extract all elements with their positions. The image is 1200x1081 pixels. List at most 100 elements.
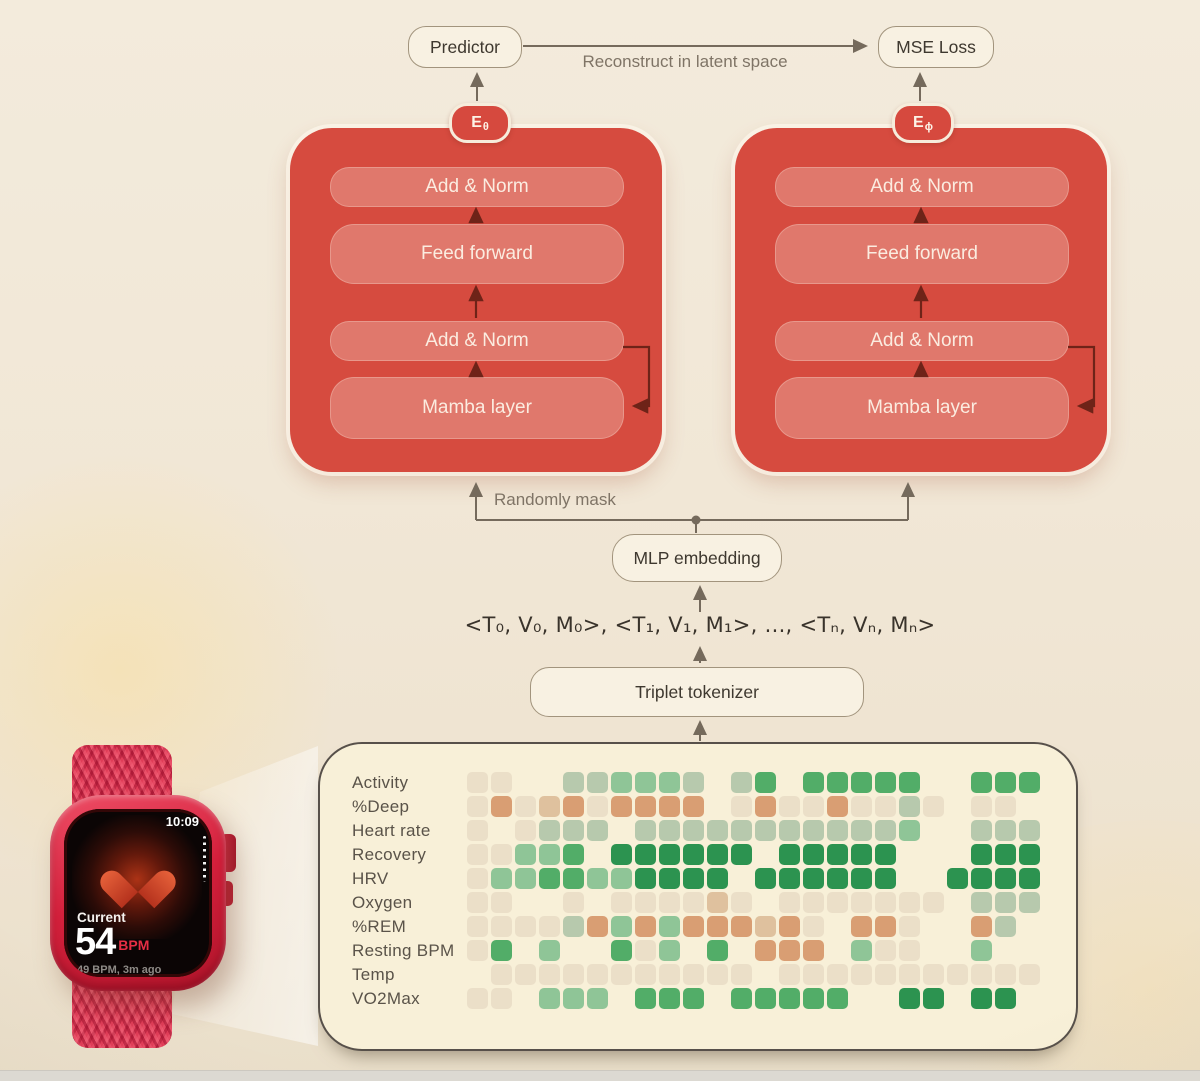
heatmap-cell xyxy=(635,892,656,913)
mse-loss-box: MSE Loss xyxy=(878,26,994,68)
heatmap-cell xyxy=(683,868,704,889)
heatmap-cell xyxy=(491,772,512,793)
heatmap-cell xyxy=(827,868,848,889)
heatmap-cell xyxy=(1019,868,1040,889)
heatmap-cell xyxy=(779,868,800,889)
predictor-label: Predictor xyxy=(429,36,501,57)
feed-forward-label: Feed forward xyxy=(421,243,533,264)
mamba-layer-label: Mamba layer xyxy=(422,397,532,418)
heatmap-cell xyxy=(515,916,536,937)
heatmap-cell xyxy=(563,964,584,985)
context-encoder-block: Add & Norm Feed forward Add & Norm Mamba… xyxy=(290,128,662,472)
heatmap-row-label: Heart rate xyxy=(352,821,431,840)
heatmap-cell xyxy=(491,868,512,889)
heatmap-cell xyxy=(731,964,752,985)
heatmap-cell xyxy=(851,820,872,841)
heatmap-cell xyxy=(851,796,872,817)
heatmap-cell xyxy=(467,844,488,865)
heatmap-cell xyxy=(611,796,632,817)
heatmap-cell xyxy=(515,820,536,841)
heatmap-cell xyxy=(851,772,872,793)
heart-icon xyxy=(115,855,161,896)
heatmap-cell xyxy=(683,820,704,841)
heatmap-cell xyxy=(467,796,488,817)
heatmap-cell xyxy=(803,988,824,1009)
heatmap-cell xyxy=(1019,772,1040,793)
heatmap-cell xyxy=(875,916,896,937)
heatmap-cell xyxy=(587,988,608,1009)
heatmap-cell xyxy=(683,796,704,817)
heatmap-cell xyxy=(611,940,632,961)
heatmap-cell xyxy=(563,820,584,841)
heatmap-cell xyxy=(731,820,752,841)
heatmap-cell xyxy=(899,820,920,841)
heatmap-cell xyxy=(755,916,776,937)
heatmap-cell xyxy=(539,940,560,961)
heatmap-cell xyxy=(731,892,752,913)
heatmap-cell xyxy=(995,868,1016,889)
heatmap-cell xyxy=(779,964,800,985)
heatmap-cell xyxy=(659,772,680,793)
bottom-edge-strip xyxy=(0,1070,1200,1081)
heatmap-cell xyxy=(755,796,776,817)
heatmap-cell xyxy=(779,892,800,913)
mamba-layer-label: Mamba layer xyxy=(867,397,977,418)
heatmap-cell xyxy=(587,796,608,817)
heatmap-row-label: Recovery xyxy=(352,845,427,864)
heatmap-cell xyxy=(635,844,656,865)
feed-forward-box: Feed forward xyxy=(330,224,624,284)
watch-time: 10:09 xyxy=(165,814,199,829)
heatmap-cell xyxy=(467,868,488,889)
heatmap-cell xyxy=(1019,964,1040,985)
heatmap-cell xyxy=(563,916,584,937)
current-label: Current xyxy=(77,910,126,925)
heatmap-cell xyxy=(827,892,848,913)
heatmap-cell xyxy=(563,988,584,1009)
triplet-token-sequence: <T₀, V₀, M₀>, <T₁, V₁, M₁>, ..., <Tₙ, Vₙ… xyxy=(464,613,936,637)
heatmap-row-label: Resting BPM xyxy=(352,941,455,960)
heatmap-cell xyxy=(755,772,776,793)
mlp-embedding-label: MLP embedding xyxy=(633,547,761,568)
heatmap-cell xyxy=(683,988,704,1009)
heatmap-cell xyxy=(827,796,848,817)
target-encoder-block: Add & Norm Feed forward Add & Norm Mamba… xyxy=(735,128,1107,472)
heatmap-cell xyxy=(875,940,896,961)
add-norm-label: Add & Norm xyxy=(870,176,974,197)
heatmap-cell xyxy=(827,820,848,841)
heatmap-cell xyxy=(467,820,488,841)
heatmap-cell xyxy=(491,796,512,817)
heatmap-cell xyxy=(875,844,896,865)
triplet-tokenizer-label: Triplet tokenizer xyxy=(635,681,759,702)
heatmap-cell xyxy=(611,844,632,865)
heatmap-cell xyxy=(539,988,560,1009)
heatmap-cell xyxy=(635,772,656,793)
heatmap-cell xyxy=(851,940,872,961)
heatmap-cell xyxy=(971,916,992,937)
heatmap-cell xyxy=(803,964,824,985)
heatmap-cell xyxy=(995,820,1016,841)
watch-scroll-dots xyxy=(203,836,206,882)
heatmap-cell xyxy=(683,964,704,985)
heatmap-cell xyxy=(899,916,920,937)
heatmap-cell xyxy=(659,820,680,841)
heatmap-row-label: %REM xyxy=(352,917,407,936)
heatmap-cell xyxy=(851,892,872,913)
heatmap-cell xyxy=(995,796,1016,817)
heatmap-cell xyxy=(611,772,632,793)
heatmap-cell xyxy=(971,868,992,889)
heatmap-cell xyxy=(659,916,680,937)
heatmap-cell xyxy=(707,868,728,889)
badge-letter: E xyxy=(913,114,924,131)
heatmap-cell xyxy=(731,796,752,817)
heatmap-cell xyxy=(707,916,728,937)
heatmap-cell xyxy=(587,868,608,889)
heatmap-cell xyxy=(971,844,992,865)
heatmap-cell xyxy=(803,772,824,793)
heatmap-cell xyxy=(587,772,608,793)
junction-dot xyxy=(691,515,701,525)
heatmap-cell xyxy=(1019,844,1040,865)
heatmap-cell xyxy=(491,988,512,1009)
